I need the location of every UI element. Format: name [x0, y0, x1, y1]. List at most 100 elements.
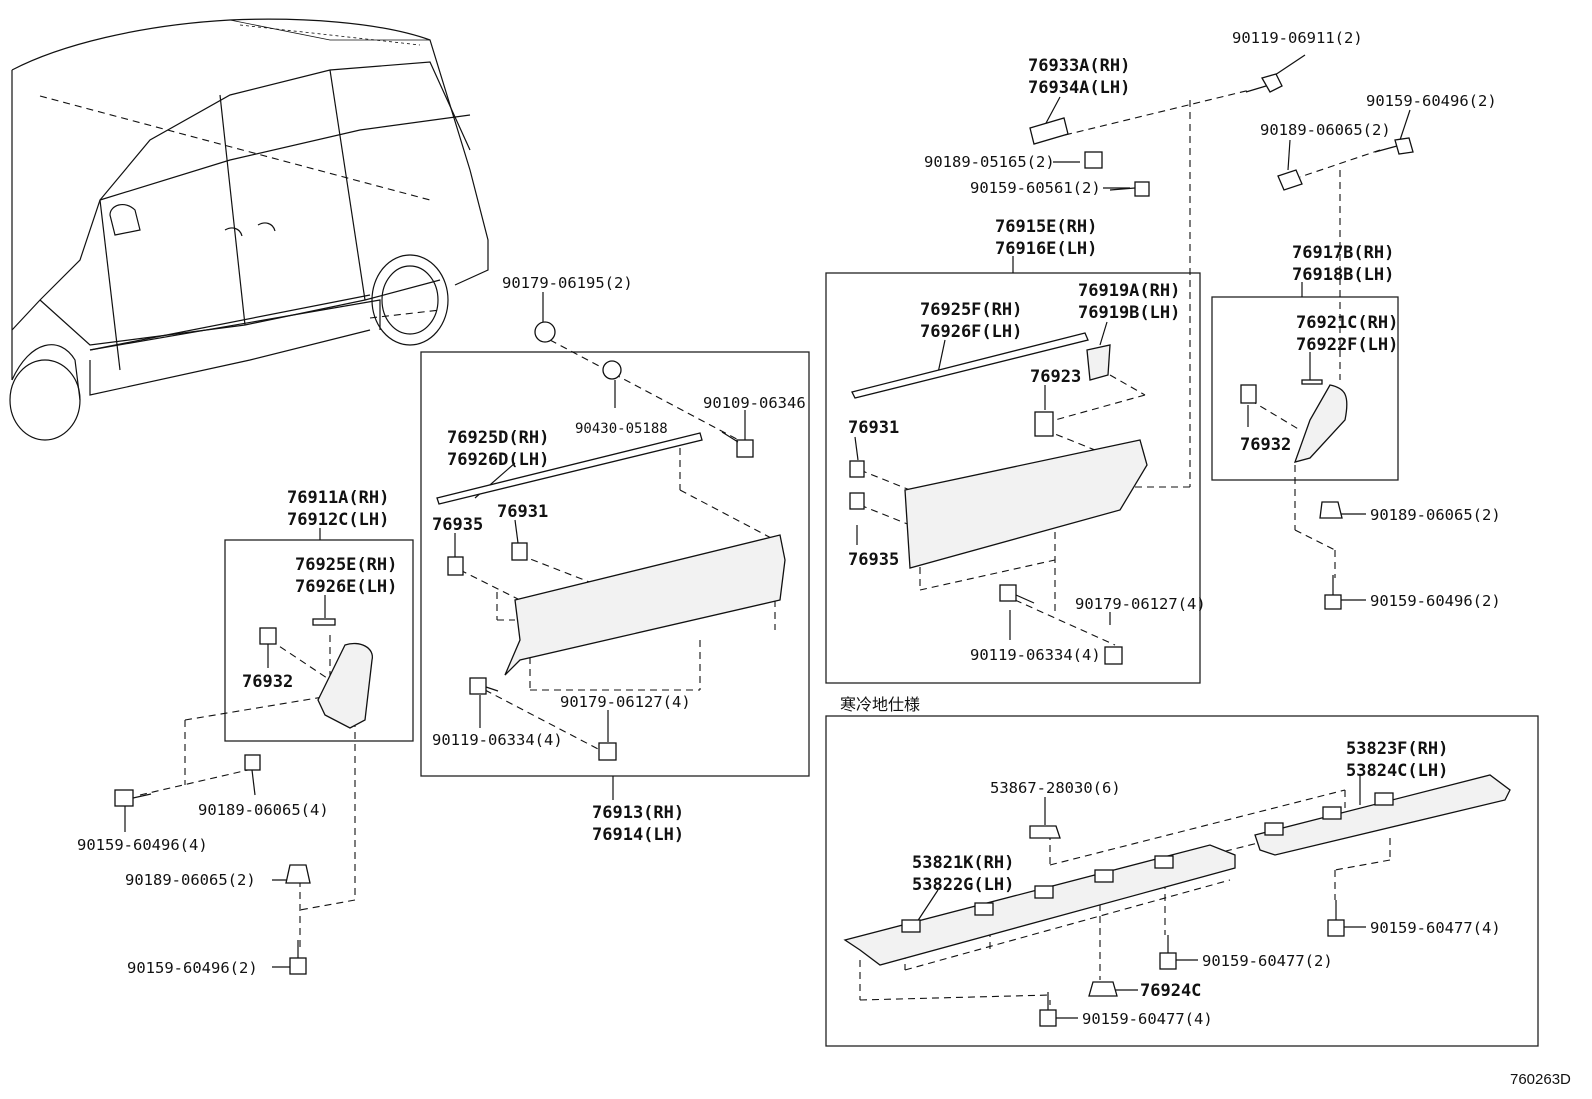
- label-76915E: 76915E(RH): [995, 217, 1097, 237]
- screw-90159-60496-c-icon: [114, 789, 152, 807]
- label-90179-06127-a: 90179-06127(4): [560, 693, 691, 711]
- label-90189-06065-b: 90189-06065(2): [125, 871, 256, 889]
- label-76926E: 76926E(LH): [295, 577, 397, 597]
- moulding-76913-icon: [504, 534, 786, 676]
- label-90159-60561: 90159-60561(2): [970, 179, 1101, 197]
- clip-53821K-3: [1034, 885, 1054, 899]
- nut-90179-06127-a-icon: [598, 742, 617, 761]
- label-76923: 76923: [1030, 367, 1081, 387]
- label-76924C: 76924C: [1140, 981, 1201, 1001]
- screw-90159-60477-a-icon: [1039, 992, 1057, 1027]
- strip-76925D-icon: [436, 432, 703, 505]
- label-76925F: 76925F(RH): [920, 300, 1022, 320]
- label-76934A: 76934A(LH): [1028, 78, 1130, 98]
- clip-76925E-icon: [312, 618, 336, 626]
- box-front-mudguard: [224, 539, 414, 742]
- clip-76923-icon: [1034, 411, 1054, 437]
- clip-53821K-1: [901, 919, 921, 933]
- label-76919B: 76919B(LH): [1078, 303, 1180, 323]
- label-76933A: 76933A(RH): [1028, 56, 1130, 76]
- clip-90189-06065-b-icon: [285, 864, 311, 884]
- clip-90189-06065-c-icon: [244, 754, 261, 771]
- label-76921C: 76921C(RH): [1296, 313, 1398, 333]
- clip-90189-05165-icon: [1084, 151, 1103, 169]
- label-76912C: 76912C(LH): [287, 510, 389, 530]
- label-76935-a: 76935: [432, 515, 483, 535]
- box-front-door-moulding: [420, 351, 810, 777]
- box-cold-spec: [825, 715, 1539, 1047]
- label-90179-06127-b: 90179-06127(4): [1075, 595, 1206, 613]
- van-illustration: [9, 18, 489, 441]
- label-90159-60496-c: 90159-60496(4): [77, 836, 208, 854]
- clip-53823F-2: [1322, 806, 1342, 820]
- label-53824C: 53824C(LH): [1346, 761, 1448, 781]
- label-90159-60496-d: 90159-60496(2): [1370, 592, 1501, 610]
- label-76925D: 76925D(RH): [447, 428, 549, 448]
- clip-90189-06065-a-icon: [1277, 169, 1303, 191]
- label-90119-06334-b: 90119-06334(4): [970, 646, 1101, 664]
- bracket-53821K-icon: [843, 844, 1236, 966]
- label-76919A: 76919A(RH): [1078, 281, 1180, 301]
- label-90119-06334-a: 90119-06334(4): [432, 731, 563, 749]
- washer-90430-05188-icon: [602, 360, 622, 380]
- strip-76925F-icon: [851, 332, 1089, 399]
- clip-53821K-2: [974, 902, 994, 916]
- label-76913: 76913(RH): [592, 803, 684, 823]
- screw-90159-60496-a-icon: [1374, 137, 1414, 155]
- label-90159-60477-a: 90159-60477(4): [1082, 1010, 1213, 1028]
- screw-90159-60477-c-icon: [1327, 900, 1345, 937]
- label-53867-28030: 53867-28030(6): [990, 779, 1121, 797]
- screw-90159-60496-d-icon: [1324, 575, 1342, 610]
- label-cold-spec: 寒冷地仕様: [840, 695, 920, 714]
- label-diagram-code: 760263D: [1510, 1071, 1571, 1088]
- label-76926F: 76926F(LH): [920, 322, 1022, 342]
- label-76932-b: 76932: [1240, 435, 1291, 455]
- label-90109-06346: 90109-06346: [703, 394, 806, 412]
- nut-90179-06127-b-icon: [1104, 646, 1123, 665]
- clip-53821K-5: [1154, 855, 1174, 869]
- label-76931-b: 76931: [848, 418, 899, 438]
- label-90179-06195: 90179-06195(2): [502, 274, 633, 292]
- pad-76919A-icon: [1086, 344, 1111, 381]
- clip-76931-a-icon: [511, 542, 528, 561]
- label-76911A: 76911A(RH): [287, 488, 389, 508]
- label-76922F: 76922F(LH): [1296, 335, 1398, 355]
- label-90189-06065-d: 90189-06065(2): [1370, 506, 1501, 524]
- label-76918B: 76918B(LH): [1292, 265, 1394, 285]
- clip-90189-06065-d-icon: [1319, 501, 1343, 519]
- label-76931-a: 76931: [497, 502, 548, 522]
- screw-90159-60496-b-icon: [289, 940, 307, 975]
- label-53822G: 53822G(LH): [912, 875, 1014, 895]
- mudguard-76911A-icon: [317, 642, 373, 729]
- clip-76931-b-icon: [849, 460, 865, 478]
- clip-90179-06195-icon: [534, 321, 556, 343]
- clip-53867-28030-icon: [1029, 825, 1061, 839]
- screw-90159-60561-icon: [1109, 181, 1150, 197]
- mudguard-76917B-icon: [1293, 384, 1348, 463]
- label-90119-06911: 90119-06911(2): [1232, 29, 1363, 47]
- label-76917B: 76917B(RH): [1292, 243, 1394, 263]
- label-90159-60496-a: 90159-60496(2): [1366, 92, 1497, 110]
- label-76935-b: 76935: [848, 550, 899, 570]
- moulding-76915E-icon: [904, 439, 1148, 569]
- label-90430-05188: 90430-05188: [575, 421, 668, 437]
- label-76916E: 76916E(LH): [995, 239, 1097, 259]
- clip-53823F-3: [1374, 792, 1394, 806]
- screw-90159-60477-b-icon: [1159, 935, 1177, 970]
- bolt-90119-06334-a-icon: [469, 677, 499, 695]
- part-labels: 90119-06911(2) 76933A(RH) 76934A(LH) 901…: [77, 29, 1571, 1088]
- label-90159-60496-b: 90159-60496(2): [127, 959, 258, 977]
- bracket-76933A-icon: [1029, 117, 1069, 145]
- label-53823F: 53823F(RH): [1346, 739, 1448, 759]
- label-76926D: 76926D(LH): [447, 450, 549, 470]
- label-53821K: 53821K(RH): [912, 853, 1014, 873]
- label-76914: 76914(LH): [592, 825, 684, 845]
- clip-76935-a-icon: [447, 556, 464, 576]
- label-90159-60477-b: 90159-60477(2): [1202, 952, 1333, 970]
- clip-53823F-1: [1264, 822, 1284, 836]
- label-90189-06065-a: 90189-06065(2): [1260, 121, 1391, 139]
- label-90159-60477-c: 90159-60477(4): [1370, 919, 1501, 937]
- leader-lines: [124, 54, 1411, 1019]
- clip-76921C-icon: [1301, 379, 1323, 385]
